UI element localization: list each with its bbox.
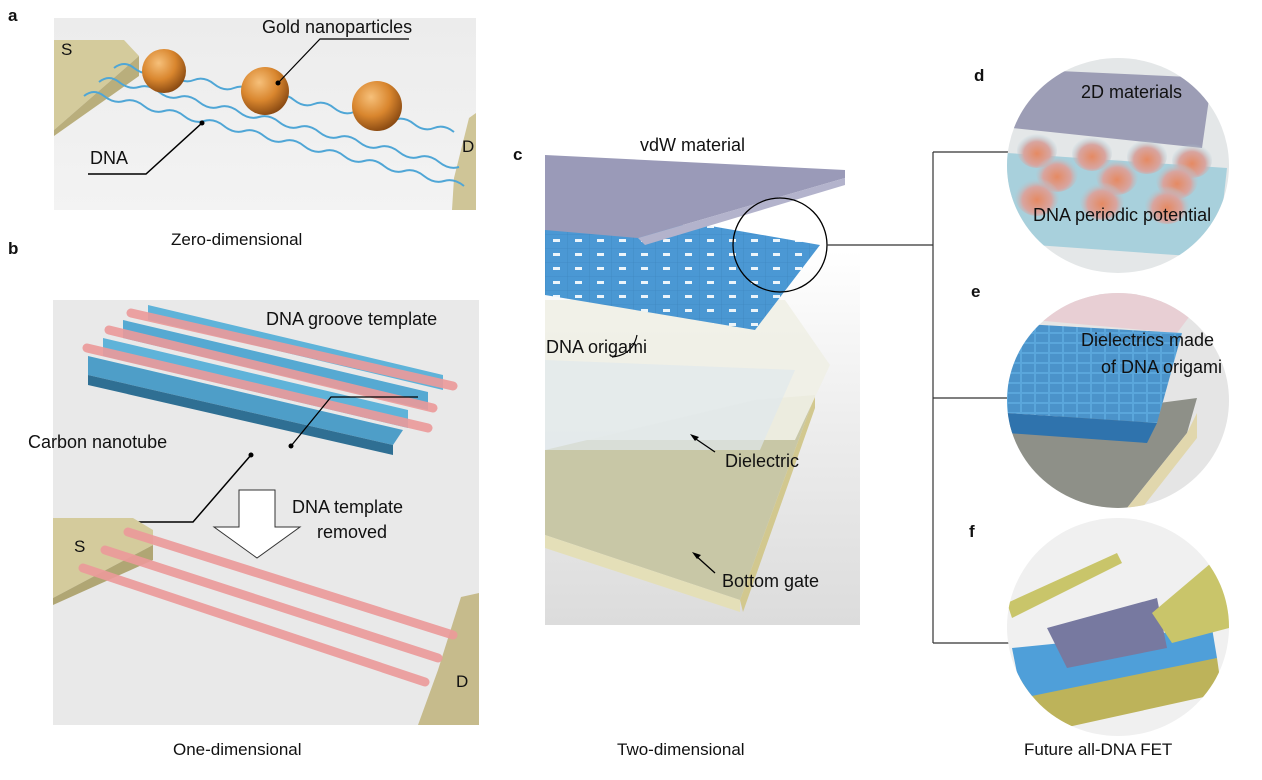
panel-d-drawing [1007,70,1227,258]
panel-b-drawing [53,305,479,725]
dna-origami-layer [545,225,820,330]
panel-f-illustration [1007,518,1229,736]
channel-origami [1047,598,1167,668]
panel-a-drawing [54,38,476,210]
gold-leader-line [277,38,409,84]
2d-materials-layer [1012,70,1212,148]
label-2d-materials: 2D materials [1081,82,1183,102]
carbon-nanotubes-templated [82,308,458,433]
panel-letter-b: b [8,239,19,258]
label-dna-groove-template: DNA groove template [266,309,438,329]
gate-arrow [694,554,716,574]
gold-nanoparticle [241,67,289,115]
source-electrode [53,518,153,598]
carbon-nanotubes [78,527,458,687]
label-dna-periodic-potential: DNA periodic potential [1033,205,1212,225]
label-gold-nanoparticles: Gold nanoparticles [262,17,413,37]
panel-f-drawing [1007,553,1229,736]
panel-c-drawing [545,155,860,625]
source-origami [1007,553,1122,618]
panel-letter-f: f [969,522,975,541]
top-layer [1012,293,1207,333]
drain-origami [1152,558,1229,643]
groove-leader-line [290,396,418,447]
label-drain-b: D [456,672,469,691]
caption-f: Future all-DNA FET [1024,740,1173,759]
label-bottom-gate: Bottom gate [722,571,820,591]
gold-nanoparticle [142,49,186,93]
label-template-removed-1: DNA template [292,497,404,517]
dielectric-arrow [692,436,716,453]
label-drain-a: D [462,137,475,156]
gold-nanoparticle [352,81,402,131]
panel-a-illustration [54,18,476,210]
label-vdw-material: vdW material [640,135,746,155]
down-arrow-icon [212,489,302,559]
label-carbon-nanotube: Carbon nanotube [28,432,168,452]
label-dna: DNA [90,148,129,168]
drain-electrode [418,593,479,725]
source-electrode [54,40,139,130]
label-dielectric: Dielectric [725,451,800,471]
panel-letter-d: d [974,66,985,85]
dna-leader-line [88,122,203,175]
potential-bumps [1015,132,1212,224]
panel-letter-e: e [971,282,981,301]
label-source-a: S [61,40,73,59]
label-source-b: S [74,537,86,556]
panel-b-illustration [53,300,479,725]
caption-b: One-dimensional [173,740,302,759]
label-dna-origami: DNA origami [546,337,648,357]
vdw-material-layer [545,155,845,238]
caption-c: Two-dimensional [617,740,745,759]
panel-d-illustration [1007,58,1229,273]
panel-c-illustration [545,150,860,625]
drain-electrode [452,113,476,210]
label-template-removed-2: removed [317,522,388,542]
panel-e-drawing [1007,293,1207,508]
origami-leader-line [611,334,638,358]
label-dielectrics-line2: of DNA origami [1101,357,1223,377]
dna-origami-dielectric [1007,323,1182,423]
caption-a: Zero-dimensional [171,230,303,249]
label-dielectrics-line1: Dielectrics made [1081,330,1215,350]
panel-letter-a: a [8,6,18,25]
panel-letter-c: c [513,145,523,164]
panel-e-illustration [1007,293,1229,508]
